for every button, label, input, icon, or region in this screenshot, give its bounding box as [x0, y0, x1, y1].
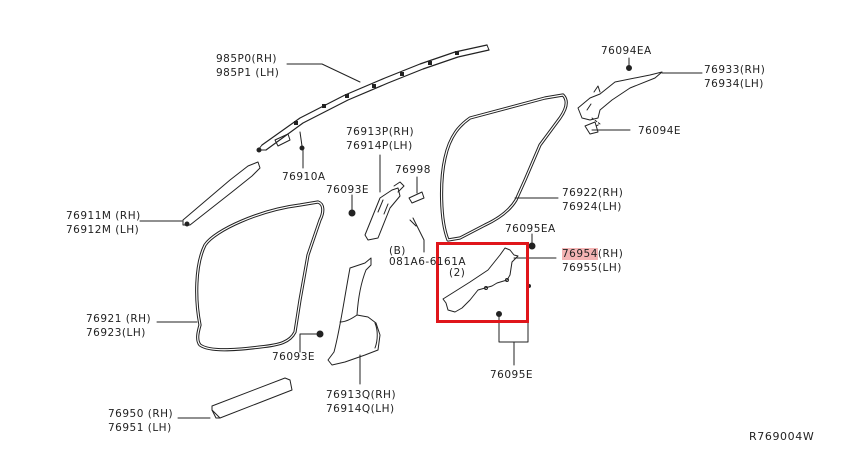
callout-76933[interactable]: 76933(RH) 76934(LH): [704, 63, 765, 91]
part-number-rh: 76921 (RH): [86, 313, 152, 325]
part-number-lh: 76924(LH): [562, 201, 622, 213]
callout-76911m[interactable]: 76911M (RH) 76912M (LH): [66, 209, 141, 237]
part-number: 76093E: [272, 351, 316, 363]
callout-985p0[interactable]: 985P0(RH) 985P1 (LH): [216, 52, 279, 80]
part-number: 76094E: [638, 125, 682, 137]
part-number: 76095E: [490, 369, 534, 381]
part-number-lh: 985P1 (LH): [216, 67, 280, 79]
a-pillar-upper-drawing: [182, 161, 261, 227]
part-number: 76094EA: [601, 45, 652, 57]
part-number-rh: 985P0(RH): [216, 53, 277, 65]
b-pillar-lower-drawing: [327, 257, 381, 366]
callout-76921[interactable]: 76921 (RH) 76923(LH): [86, 312, 151, 340]
part-number-lh: 76914P(LH): [346, 140, 413, 152]
callout-76095e[interactable]: 76095E: [490, 368, 533, 382]
callout-76998[interactable]: 76998: [395, 163, 431, 177]
callout-76095ea[interactable]: 76095EA: [505, 222, 556, 236]
part-number: 081A6-6161A: [389, 256, 467, 268]
callout-76093e-bottom[interactable]: 76093E: [272, 350, 315, 364]
part-number-lh: 76923(LH): [86, 327, 146, 339]
part-number-lh: 76955(LH): [562, 262, 622, 274]
bolt-ref: (B): [389, 245, 406, 257]
rear-weatherstrip-drawing: [439, 93, 568, 242]
part-number: 76910A: [282, 171, 326, 183]
callout-76094ea[interactable]: 76094EA: [601, 44, 652, 58]
part-number-lh: 76934(LH): [704, 78, 764, 90]
part-number-lh: 76951 (LH): [108, 422, 172, 434]
callout-76913q[interactable]: 76913Q(RH) 76914Q(LH): [326, 388, 396, 416]
part-number-rh: 76950 (RH): [108, 408, 174, 420]
front-kicking-plate-drawing: [211, 377, 293, 419]
callout-76093e-top[interactable]: 76093E: [326, 183, 369, 197]
b-pillar-upper-drawing: [364, 181, 405, 241]
callout-76922[interactable]: 76922(RH) 76924(LH): [562, 186, 623, 214]
part-number-lh: 76914Q(LH): [326, 403, 395, 415]
callout-bolt-081a6[interactable]: (B) 081A6-6161A (2): [389, 246, 466, 279]
part-number: 76095EA: [505, 223, 556, 235]
side-rh: (RH): [597, 248, 624, 260]
callout-76913p[interactable]: 76913P(RH) 76914P(LH): [346, 125, 414, 153]
part-number-rh-highlighted: 76954: [562, 248, 598, 260]
rear-kicking-plate-drawing: [442, 247, 519, 313]
part-number-rh: 76922(RH): [562, 187, 624, 199]
highlight-box-rear-kicking-plate[interactable]: [436, 242, 529, 323]
callout-76094e[interactable]: 76094E: [638, 124, 681, 138]
callout-76950[interactable]: 76950 (RH) 76951 (LH): [108, 407, 173, 435]
curtain-airbag-drawing: [256, 44, 490, 153]
c-pillar-drawing: [577, 71, 663, 121]
callout-76954-highlighted[interactable]: 76954(RH) 76955(LH): [562, 247, 623, 275]
part-number: 76093E: [326, 184, 370, 196]
callout-76910a[interactable]: 76910A: [282, 170, 326, 184]
part-number: 76998: [395, 164, 431, 176]
part-number-rh: 76911M (RH): [66, 210, 141, 222]
drawing-code: R769004W: [749, 430, 815, 443]
part-number-rh: 76913P(RH): [346, 126, 415, 138]
part-number-rh: 76913Q(RH): [326, 389, 397, 401]
part-number-rh: 76933(RH): [704, 64, 766, 76]
part-number-lh: 76912M (LH): [66, 224, 140, 236]
front-weatherstrip-drawing: [195, 200, 325, 352]
quantity: (2): [449, 267, 466, 279]
